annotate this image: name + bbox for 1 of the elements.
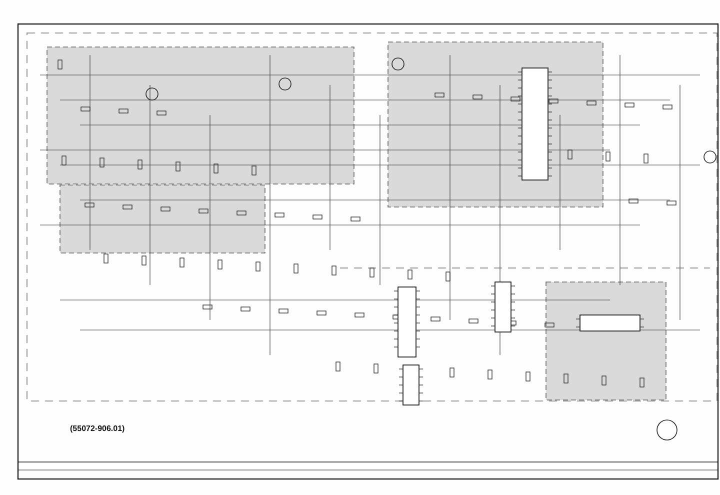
- part-number: (55072-906.01): [70, 424, 125, 433]
